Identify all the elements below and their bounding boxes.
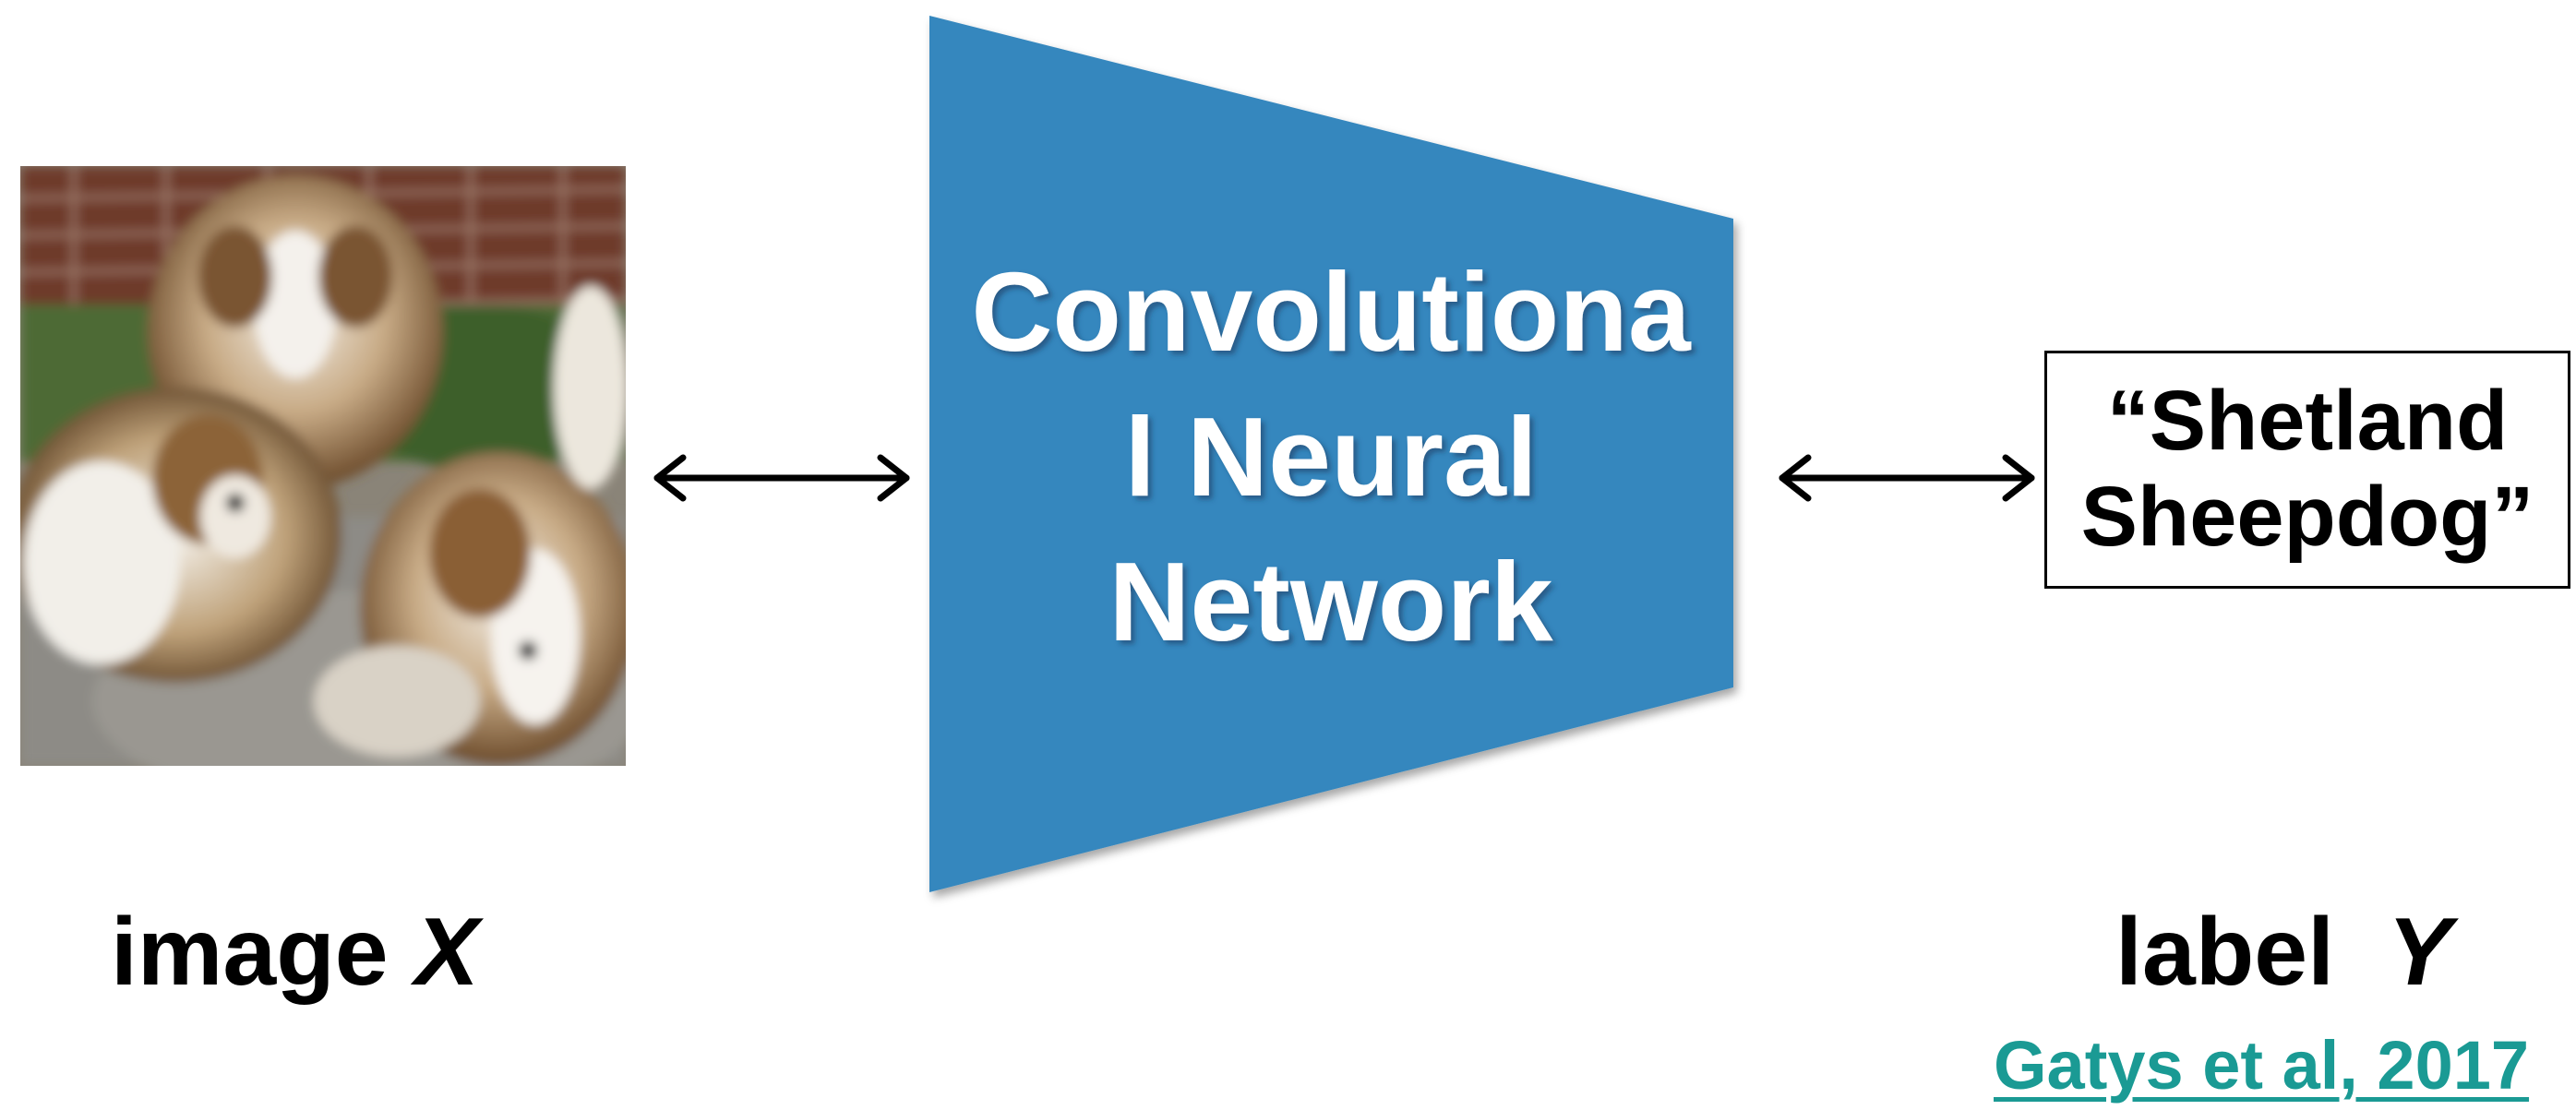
image-caption-variable: X: [414, 899, 479, 1006]
dog-photo: [20, 166, 626, 766]
label-line-2: Sheepdog”: [2080, 470, 2534, 564]
network-label-line-3: Network: [1108, 539, 1552, 664]
network-trapezoid: [929, 16, 1733, 892]
image-caption: image X: [111, 904, 479, 1000]
input-arrow: [653, 454, 910, 502]
label-caption-variable: Y: [2387, 899, 2452, 1006]
network-label: Convolutiona l Neural Network: [971, 249, 1692, 664]
image-caption-word: image: [111, 899, 389, 1006]
label-caption: label Y: [2115, 904, 2451, 1000]
label-box: “Shetland Sheepdog”: [2044, 351, 2570, 589]
network-label-line-2: l Neural: [1124, 394, 1538, 519]
output-arrow: [1779, 454, 2035, 502]
label-line-1: “Shetland: [2106, 374, 2509, 469]
network-label-line-1: Convolutiona: [971, 249, 1692, 375]
label-caption-word: label: [2115, 899, 2334, 1006]
citation-link[interactable]: Gatys et al, 2017: [1994, 1027, 2530, 1104]
